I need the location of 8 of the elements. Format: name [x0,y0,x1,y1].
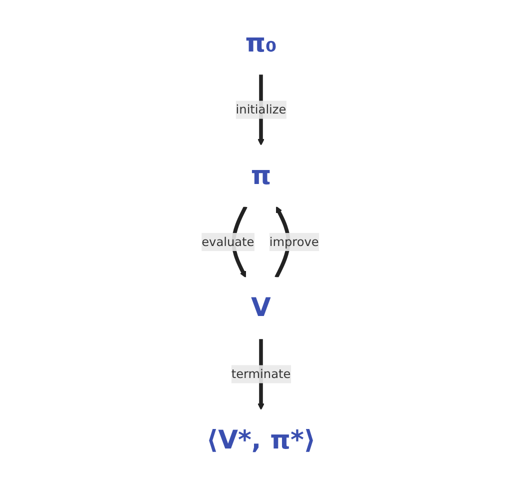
edge-label: initialize [236,102,286,116]
node-text: π₀ [245,28,277,58]
edge-label: improve [269,234,319,248]
edge-label: terminate [231,366,291,381]
node-text: π [250,160,272,190]
node-text: V [251,292,271,322]
node-text: ⟨V*, π*⟩ [206,424,316,455]
edge-label: evaluate [202,234,254,248]
